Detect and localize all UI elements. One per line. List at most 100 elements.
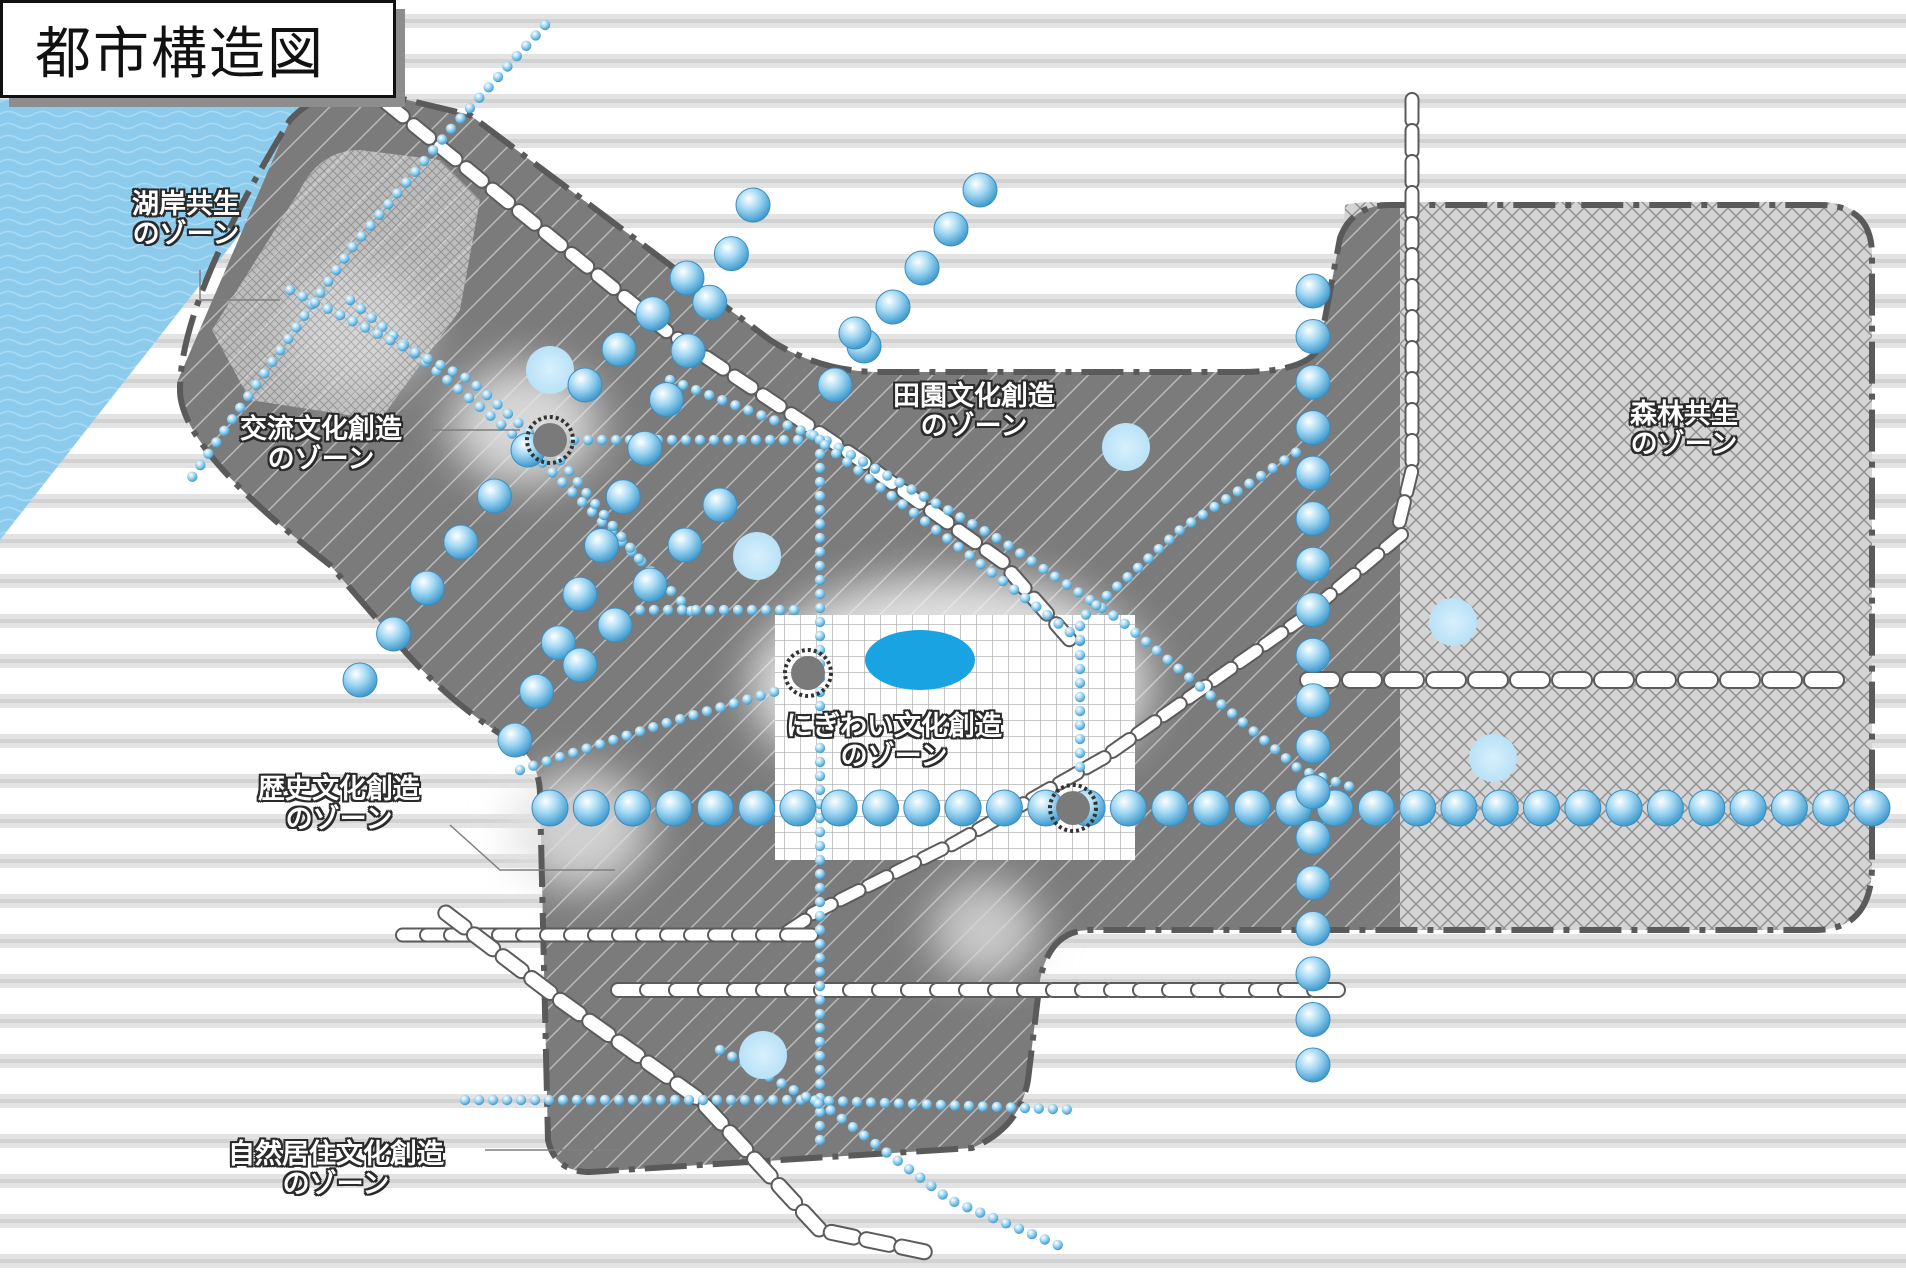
trail-bead [1026, 1228, 1038, 1240]
trail-bead [886, 490, 897, 502]
trail-bead [410, 347, 421, 358]
trail-bead [727, 1051, 738, 1062]
trail-bead [442, 374, 453, 386]
trail-bead [1073, 587, 1084, 598]
green-axis-bead [601, 331, 637, 367]
trail-bead [211, 437, 222, 448]
green-axis-bead [1295, 319, 1331, 354]
trail-bead [1112, 581, 1123, 592]
trail-bead [455, 113, 466, 124]
trail-bead [781, 1094, 793, 1106]
trail-bead [894, 477, 905, 488]
trail-bead [547, 467, 558, 478]
hub-core [533, 423, 567, 457]
trail-bead [683, 1094, 695, 1106]
trail-bead [1132, 562, 1144, 573]
trail-bead [931, 524, 942, 536]
zone-label-line: 歴史文化創造 [258, 774, 420, 805]
trail-bead [1227, 708, 1238, 719]
green-axis-bead [962, 172, 998, 208]
trail-bead [955, 512, 966, 523]
trail-bead [621, 730, 632, 741]
green-axis-bead [632, 567, 668, 603]
trail-bead [814, 490, 826, 502]
trail-bead [1119, 618, 1130, 629]
trail-bead [1031, 601, 1042, 612]
trail-bead [1209, 501, 1220, 513]
railway-tie-shape [1404, 433, 1420, 469]
green-axis-bead [655, 789, 693, 827]
trail-bead [977, 1101, 989, 1112]
trail-bead [1033, 1103, 1045, 1114]
trail-bead [481, 389, 493, 401]
trail-bead [1049, 571, 1061, 582]
trail-bead [235, 402, 246, 413]
green-axis-bead [1295, 364, 1331, 400]
trail-bead [800, 1091, 812, 1103]
trail-bead [975, 1207, 986, 1218]
trail-bead [1143, 553, 1154, 564]
trail-bead [1052, 1239, 1063, 1251]
trail-bead [625, 542, 636, 553]
trail-bead [704, 604, 716, 616]
green-axis-bead [1295, 455, 1331, 491]
trail-bead [814, 504, 826, 516]
green-axis-bead [1295, 910, 1331, 946]
railway-tie [1404, 433, 1420, 469]
trail-bead [907, 1098, 919, 1110]
trail-bead [355, 303, 366, 315]
green-axis-bead [735, 187, 771, 223]
trail-bead [788, 1085, 799, 1096]
trail-bead [572, 476, 583, 488]
trail-bead [1232, 486, 1244, 497]
trail-bead [666, 586, 677, 597]
trail-bead [760, 604, 772, 616]
trail-bead [474, 401, 485, 412]
railway-tie-shape [779, 927, 819, 943]
trail-bead [1015, 548, 1026, 559]
trail-bead [1074, 634, 1086, 646]
trail-bead [1074, 663, 1086, 675]
trail-bead [422, 353, 433, 365]
trail-bead [359, 322, 371, 333]
trail-bead [634, 604, 646, 616]
green-axis-bead [567, 367, 603, 403]
green-axis-bead [443, 524, 479, 560]
trail-bead [1074, 691, 1086, 703]
railway-tie [1509, 671, 1551, 689]
trail-bead [447, 366, 458, 377]
trail-bead [979, 526, 990, 537]
trail-bead [746, 604, 758, 616]
trail-bead [825, 1105, 836, 1116]
trail-bead [383, 198, 394, 210]
green-axis-bead [519, 673, 555, 709]
trail-bead [1074, 733, 1086, 745]
railway-tie-shape [893, 1238, 933, 1261]
green-axis-bead [614, 789, 652, 827]
trail-bead [875, 482, 886, 493]
trail-bead [865, 1097, 877, 1108]
trail-bead [1026, 556, 1038, 567]
green-axis-bead [1295, 546, 1331, 582]
trail-bead [366, 312, 377, 323]
trail-bead [903, 1164, 915, 1175]
railway-tie [1761, 671, 1803, 689]
trail-bead [275, 345, 286, 356]
trail-bead [915, 1172, 926, 1183]
trail-bead [452, 383, 464, 395]
trail-bead [460, 372, 471, 383]
trail-bead [675, 595, 687, 607]
trail-bead [616, 531, 627, 542]
trail-bead [823, 1095, 835, 1107]
railway-tie-shape [1677, 671, 1719, 689]
trail-bead [586, 506, 598, 518]
trail-bead [708, 434, 720, 446]
trail-bead [267, 356, 278, 367]
railway-tie-shape [1551, 671, 1593, 689]
trail-bead [594, 739, 606, 750]
railway-tie [1404, 247, 1420, 283]
green-axis-bead [635, 296, 671, 332]
railway-tie [779, 927, 819, 943]
zone-label-line: のゾーン [840, 741, 948, 773]
trail-bead [662, 604, 674, 616]
